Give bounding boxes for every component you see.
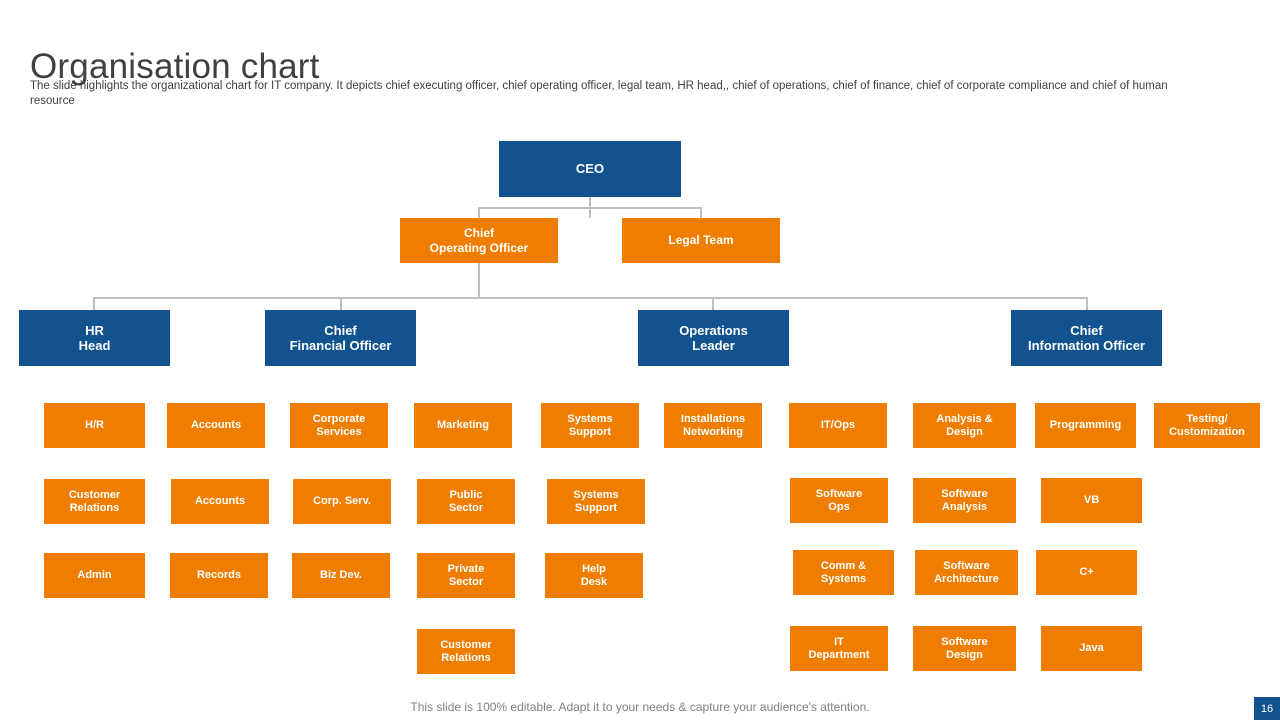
org-node-legal[interactable]: Legal Team: [622, 218, 780, 263]
org-node-cplusplus[interactable]: C+: [1036, 550, 1137, 595]
org-node-label: Records: [196, 569, 242, 582]
footer-note: This slide is 100% editable. Adapt it to…: [410, 700, 870, 714]
org-node-accounts1[interactable]: Accounts: [167, 403, 265, 448]
org-node-label: Admin: [77, 569, 112, 582]
org-node-it-ops[interactable]: IT/Ops: [789, 403, 887, 448]
org-node-vb[interactable]: VB: [1041, 478, 1142, 523]
org-node-label: CEO: [575, 161, 605, 177]
org-node-label: C+: [1079, 566, 1094, 579]
org-node-label: Corp. Serv.: [313, 495, 371, 508]
org-node-label: Testing/Customization: [1169, 412, 1245, 438]
org-node-comm-systems[interactable]: Comm &Systems: [793, 550, 894, 595]
org-node-label: Biz Dev.: [320, 569, 362, 582]
connector-coo-down: [478, 263, 480, 297]
connector-ops-stub: [712, 297, 714, 310]
org-node-label: Marketing: [437, 419, 489, 432]
org-node-records[interactable]: Records: [170, 553, 268, 598]
connector-cfo-stub: [340, 297, 342, 310]
org-node-programming[interactable]: Programming: [1035, 403, 1136, 448]
org-node-label: Programming: [1049, 419, 1122, 432]
org-node-java[interactable]: Java: [1041, 626, 1142, 671]
org-node-corp-serv[interactable]: Corp. Serv.: [293, 479, 391, 524]
org-node-ceo[interactable]: CEO: [499, 141, 681, 197]
org-node-hr[interactable]: H/R: [44, 403, 145, 448]
page-number: 16: [1254, 697, 1280, 720]
org-node-label: H/R: [85, 419, 104, 432]
org-node-label: Accounts: [190, 419, 242, 432]
org-node-testing-customization[interactable]: Testing/Customization: [1154, 403, 1260, 448]
org-node-label: Comm &Systems: [820, 559, 867, 585]
slide-subtitle: The slide highlights the organizational …: [30, 80, 1168, 107]
org-node-marketing[interactable]: Marketing: [414, 403, 512, 448]
org-node-label: Accounts: [194, 495, 246, 508]
org-node-analysis-design[interactable]: Analysis &Design: [913, 403, 1016, 448]
connector-ceo-horizontal: [478, 207, 702, 209]
org-node-label: Analysis &Design: [936, 412, 993, 438]
org-node-label: VB: [1083, 494, 1100, 507]
connector-level3-bus: [93, 297, 1088, 299]
connector-legal-stub: [700, 207, 702, 218]
org-node-label: Legal Team: [668, 233, 734, 248]
connector-cio-stub: [1086, 297, 1088, 310]
page-title: Organisation chart: [30, 47, 320, 87]
connector-hr-stub: [93, 297, 95, 310]
org-node-biz-dev[interactable]: Biz Dev.: [292, 553, 390, 598]
org-node-label: IT/Ops: [820, 419, 856, 432]
org-node-label: Java: [1079, 642, 1104, 655]
org-node-admin[interactable]: Admin: [44, 553, 145, 598]
org-node-accounts2[interactable]: Accounts: [171, 479, 269, 524]
connector-coo-stub: [478, 207, 480, 218]
